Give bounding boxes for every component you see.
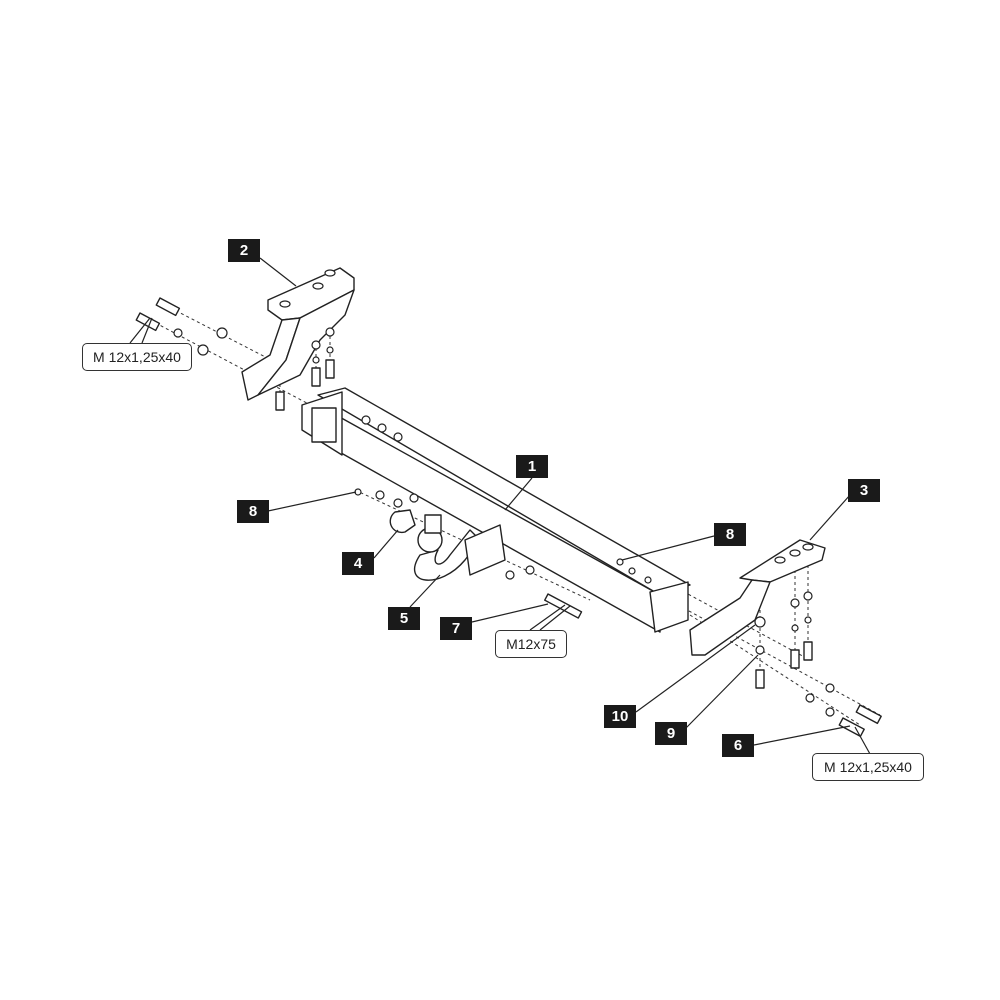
part-label-9: 9	[655, 722, 687, 745]
callout-right-bolt: M 12x1,25x40	[812, 753, 924, 781]
fasteners	[135, 297, 882, 738]
part-label-8-right: 8	[714, 523, 746, 546]
right-bracket	[689, 539, 826, 656]
callout-center-bolt: M12x75	[495, 630, 567, 658]
part-label-4: 4	[342, 552, 374, 575]
callout-left-bolt: M 12x1,25x40	[82, 343, 192, 371]
tow-ball-assembly	[389, 509, 506, 581]
part-label-3: 3	[848, 479, 880, 502]
part-label-5: 5	[388, 607, 420, 630]
left-bracket	[241, 267, 355, 401]
part-label-10: 10	[604, 705, 636, 728]
main-crossbeam	[301, 387, 691, 633]
part-label-7: 7	[440, 617, 472, 640]
part-label-1: 1	[516, 455, 548, 478]
leader-lines	[129, 257, 871, 755]
part-label-6: 6	[722, 734, 754, 757]
part-label-2: 2	[228, 239, 260, 262]
part-label-8-left: 8	[237, 500, 269, 523]
